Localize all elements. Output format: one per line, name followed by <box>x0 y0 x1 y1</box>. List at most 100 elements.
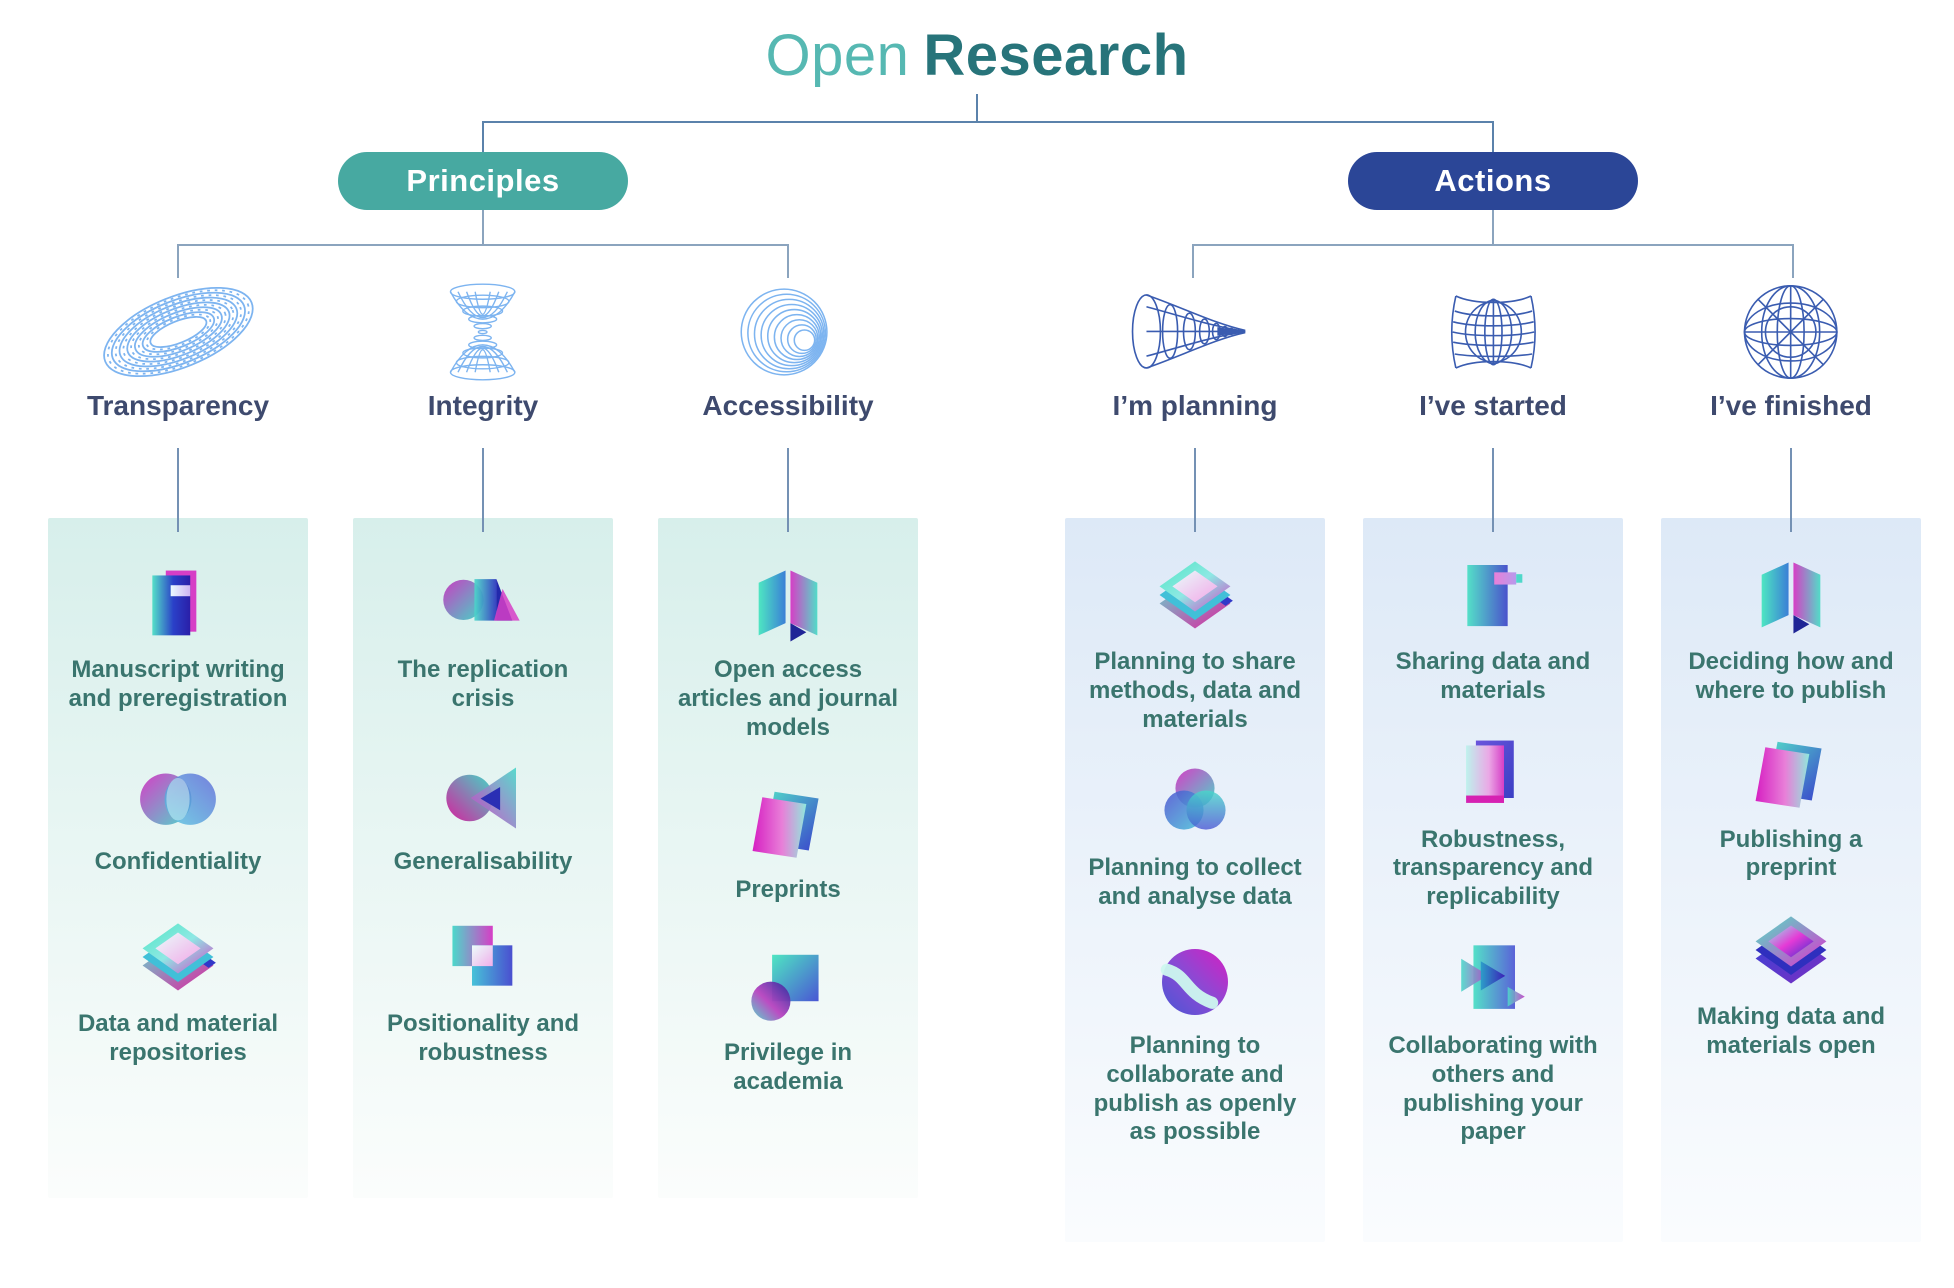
topic-item: Planning to share methods, data and mate… <box>1077 554 1313 734</box>
topic-item-label: Open access articles and journal models <box>677 656 899 741</box>
topic-item-label: Planning to collaborate and publish as o… <box>1093 1031 1297 1146</box>
actions-connector <box>1065 210 1921 278</box>
connector-line <box>1492 121 1495 154</box>
connector-line <box>1790 448 1792 532</box>
nested-circles-wireframe-icon <box>729 278 846 386</box>
topic-item: Confidentiality <box>94 754 262 877</box>
topic-item: Open access articles and journal models <box>670 562 906 742</box>
circle-shapes-icon <box>439 562 527 650</box>
connector-line <box>1792 244 1795 278</box>
topic-item: Generalisability <box>393 754 573 877</box>
topic-item: Collaborating with others and publishing… <box>1375 938 1611 1147</box>
topic-item: The replication crisis <box>365 562 601 714</box>
connector-line <box>177 244 789 246</box>
topic-item-label: Data and material repositories <box>77 1010 279 1067</box>
swirl-circle-icon <box>1151 938 1239 1026</box>
actions-pill: Actions <box>1348 152 1638 210</box>
globe-wireframe-icon <box>1737 278 1844 386</box>
connector-line <box>483 121 1494 123</box>
connector-line <box>482 121 485 154</box>
funnel-wireframe-icon <box>1125 278 1265 386</box>
topic-item-label: Generalisability <box>393 847 573 875</box>
connector-line <box>787 244 790 278</box>
category-panel: Planning to share methods, data and mate… <box>1065 518 1325 1242</box>
topic-item-label: Publishing a preprint <box>1719 825 1863 882</box>
connector-line <box>1194 448 1196 532</box>
category-label: I’ve started <box>1419 390 1567 421</box>
barrel-wireframe-icon <box>1429 278 1558 386</box>
connector-line <box>1192 244 1794 246</box>
topic-item-label: Making data and materials open <box>1696 1003 1886 1059</box>
connector-line <box>176 244 179 278</box>
layered-diamonds-dark-icon <box>1747 909 1835 997</box>
square-circle-icon <box>744 945 832 1033</box>
topic-item: Sharing data and materials <box>1375 554 1611 706</box>
category-label: Accessibility <box>702 390 874 421</box>
topic-item-label: Robustness, transparency and replicabili… <box>1392 825 1594 911</box>
category-label: I’ve finished <box>1710 390 1872 421</box>
circle-triangle-icon <box>439 754 527 842</box>
connector-line <box>482 448 484 532</box>
topic-item: Data and material repositories <box>60 916 296 1068</box>
topic-item: Deciding how and where to publish <box>1673 554 1909 706</box>
open-book-icon <box>744 562 832 650</box>
play-shapes-icon <box>1449 938 1537 1026</box>
topic-item-label: Confidentiality <box>94 847 262 875</box>
category-label: I’m planning <box>1112 390 1278 421</box>
connector-line <box>1492 448 1494 532</box>
gradient-page-icon <box>1449 732 1537 820</box>
torus-wireframe-icon <box>90 278 267 386</box>
root-connector <box>0 94 1954 154</box>
hourglass-wireframe-icon <box>429 278 536 386</box>
topic-item-label: The replication crisis <box>397 656 569 712</box>
tilted-pages-icon <box>744 782 832 870</box>
topic-item-label: Deciding how and where to publish <box>1688 648 1894 704</box>
title-word-open: Open <box>765 23 910 88</box>
topic-item-label: Manuscript writing and preregistration <box>68 656 288 712</box>
topic-item: Publishing a preprint <box>1673 732 1909 884</box>
topic-item: Planning to collect and analyse data <box>1077 760 1313 912</box>
three-circles-icon <box>1151 760 1239 848</box>
notebook-icon <box>134 562 222 650</box>
topic-item-label: Sharing data and materials <box>1395 648 1591 704</box>
overlapping-squares-icon <box>439 916 527 1004</box>
topic-item-label: Privilege in academia <box>723 1039 853 1095</box>
venn-circles-icon <box>134 754 222 842</box>
category-label: Integrity <box>427 390 539 421</box>
topic-item: Robustness, transparency and replicabili… <box>1375 732 1611 912</box>
category-label: Transparency <box>86 390 270 421</box>
connector-line <box>976 94 978 121</box>
tabbed-notebook-icon <box>1449 554 1537 642</box>
connector-line <box>1492 210 1494 244</box>
title-word-research: Research <box>923 23 1189 88</box>
topic-item-label: Preprints <box>735 876 841 904</box>
open-book-icon <box>1747 554 1835 642</box>
topic-item: Manuscript writing and preregistration <box>60 562 296 714</box>
topic-item: Privilege in academia <box>670 945 906 1097</box>
topic-item: Positionality and robustness <box>365 916 601 1068</box>
principles-pill: Principles <box>338 152 628 210</box>
topic-item-label: Planning to collect and analyse data <box>1088 854 1302 911</box>
principles-connector <box>48 210 918 278</box>
connector-line <box>177 448 179 532</box>
layered-diamonds-icon <box>134 916 222 1004</box>
connector-line <box>1191 244 1194 278</box>
topic-item: Planning to collaborate and publish as o… <box>1077 938 1313 1147</box>
layered-diamonds-icon <box>1151 554 1239 642</box>
topic-item-label: Positionality and robustness <box>386 1010 580 1067</box>
